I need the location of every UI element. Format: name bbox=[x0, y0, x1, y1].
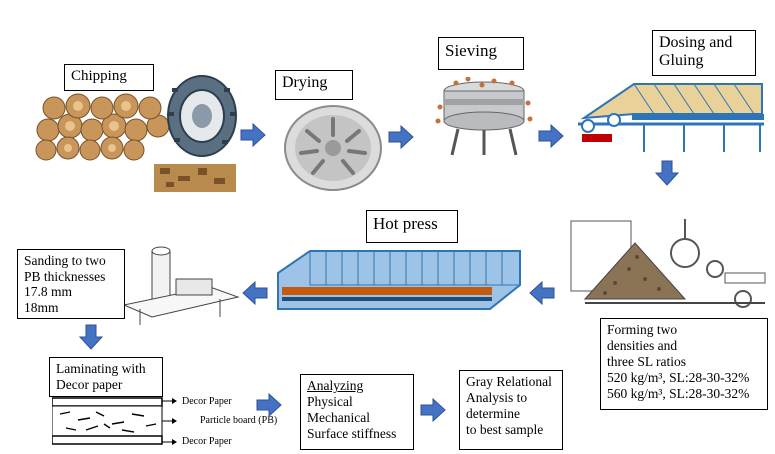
sieving-machine-image bbox=[435, 77, 533, 156]
arrow-down-icon bbox=[78, 324, 104, 350]
arrow-right-icon bbox=[538, 123, 564, 149]
laminating-label: Laminating with Decor paper bbox=[49, 357, 163, 397]
laminate-label-bottom: Decor Paper bbox=[182, 436, 232, 447]
dosing-gluing-label: Dosing and Gluing bbox=[652, 30, 756, 76]
laminate-label-middle: Particle board (PB) bbox=[200, 415, 278, 426]
analyzing-label: Analyzing Physical Mechanical Surface st… bbox=[300, 374, 414, 450]
arrow-right-icon bbox=[388, 124, 414, 150]
wood-logs-chipper-image bbox=[35, 75, 237, 192]
dosing-gluing-machine-image bbox=[578, 83, 764, 152]
arrow-left-icon bbox=[529, 280, 555, 306]
chipping-label: Chipping bbox=[64, 64, 154, 91]
forming-label: Forming two densities and three SL ratio… bbox=[600, 318, 768, 410]
sanding-label: Sanding to two PB thicknesses 17.8 mm 18… bbox=[17, 249, 125, 319]
sieving-label: Sieving bbox=[438, 37, 524, 70]
arrow-left-icon bbox=[242, 280, 268, 306]
arrow-right-icon bbox=[240, 122, 266, 148]
forming-station-image bbox=[570, 219, 766, 308]
arrow-right-icon bbox=[420, 397, 446, 423]
hot-press-image bbox=[277, 250, 521, 310]
laminate-label-top: Decor Paper bbox=[182, 396, 232, 407]
hot-press-label: Hot press bbox=[366, 210, 458, 243]
sanding-machine-image bbox=[122, 246, 240, 325]
arrow-right-icon bbox=[256, 392, 282, 418]
arrow-down-icon bbox=[654, 160, 680, 186]
drying-drum-image bbox=[284, 105, 382, 191]
drying-label: Drying bbox=[275, 70, 353, 100]
laminate-diagram bbox=[52, 397, 177, 445]
gray-relational-label: Gray Relational Analysis to determine to… bbox=[459, 370, 563, 450]
